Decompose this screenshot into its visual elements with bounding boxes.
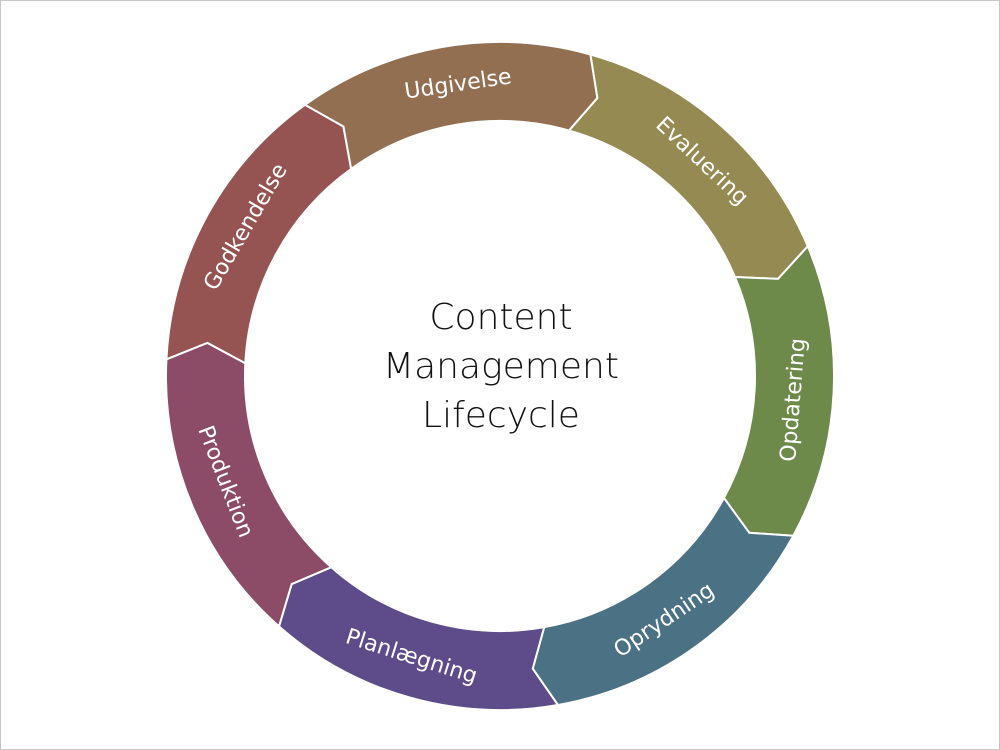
segment-evaluering: Evaluering [567, 53, 809, 280]
segment-shape-udgivelse [303, 41, 599, 171]
segment-shape-opdatering [722, 244, 835, 537]
segment-opdatering: Opdatering [722, 244, 835, 537]
segment-udgivelse: Udgivelse [303, 41, 599, 171]
segment-planlaegning: Planlægning [277, 566, 560, 711]
segment-shape-planlaegning [277, 566, 560, 711]
segment-shape-godkendelse [165, 103, 353, 365]
segment-shape-evaluering [567, 53, 809, 280]
segment-produktion: Produktion [165, 341, 334, 629]
title-line-3: Lifecycle [422, 395, 580, 436]
title-line-1: Content [429, 297, 573, 338]
segment-shape-oprydning [531, 496, 795, 707]
segment-godkendelse: Godkendelse [165, 103, 353, 365]
center-title: Content Management Lifecycle [331, 293, 671, 440]
title-line-2: Management [383, 346, 619, 387]
